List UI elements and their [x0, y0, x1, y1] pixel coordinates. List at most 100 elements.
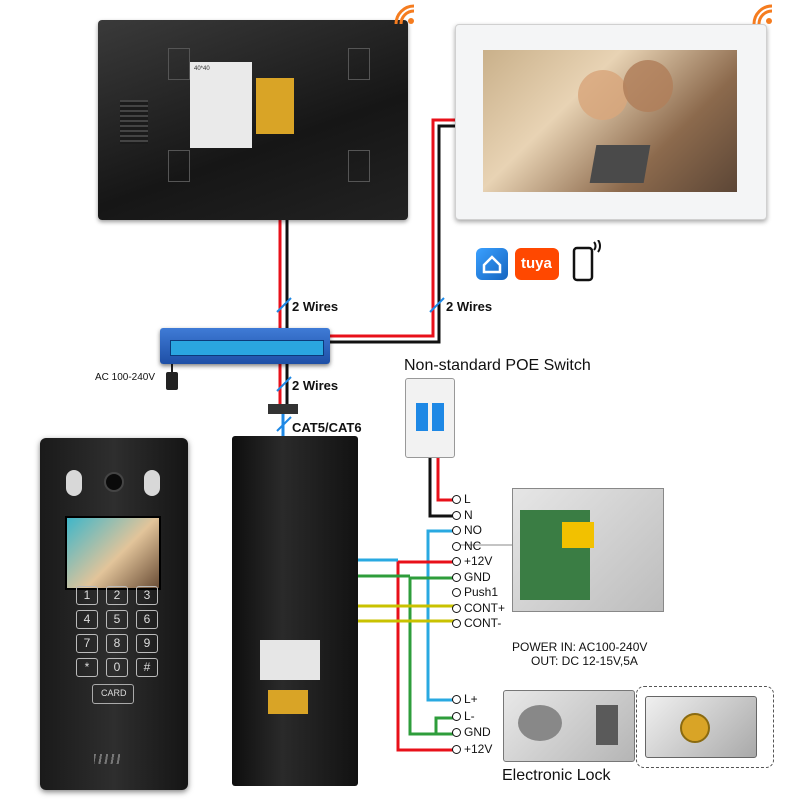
terminal-label: CONT+ — [464, 600, 506, 615]
wire-label-2-wires: 2 Wires — [446, 299, 493, 314]
mount-slot — [168, 48, 190, 80]
poe-switch-label: Non-standard POE Switch — [404, 357, 591, 374]
tuya-logo-text: tuya — [521, 255, 552, 272]
wire-lightblue-NO — [426, 529, 455, 702]
terminal-label: +12V — [464, 741, 493, 756]
wire-red-12v — [396, 560, 455, 752]
ac-input-label: AC 100-240V — [95, 372, 156, 383]
wire-red-L — [436, 456, 455, 502]
terminal-label: N — [464, 507, 473, 522]
terminal-label: Push1 — [464, 585, 499, 599]
ac-plug — [166, 372, 178, 390]
outdoor-panel: CARD — [40, 438, 188, 790]
monitor-screen-photo — [483, 50, 737, 192]
lock-terminals: L+ L- GND +12V — [452, 692, 522, 762]
circuit-breaker — [405, 378, 455, 458]
mount-slot — [348, 150, 370, 182]
terminal-screw-icon — [452, 572, 461, 582]
panel-screen-photo — [65, 516, 161, 590]
keypad-key[interactable]: 0 — [106, 658, 128, 677]
lock-highlight-frame — [636, 686, 774, 768]
tick-3 — [276, 376, 292, 392]
housing-connector — [268, 690, 308, 714]
tick-1 — [276, 297, 292, 313]
tick-4 — [276, 416, 292, 432]
spec-sticker: 40*40 — [190, 62, 252, 148]
terminal-screw-icon — [452, 495, 461, 504]
panel-led — [66, 470, 82, 496]
terminal-label: GND — [464, 725, 491, 739]
keypad-key[interactable]: # — [136, 658, 158, 677]
smartphone-icon — [572, 240, 601, 282]
keypad-key[interactable]: * — [76, 658, 98, 677]
terminal-screw-icon — [452, 603, 461, 613]
rj45-connector — [268, 404, 298, 414]
wire-green-gnd — [408, 576, 455, 736]
panel-led — [144, 470, 160, 496]
wifi-icon — [394, 4, 415, 25]
psu-warning-label — [562, 522, 594, 548]
tuya-app-icon: tuya — [515, 248, 559, 280]
terminal-label: NC — [464, 538, 482, 553]
terminal-screw-icon — [452, 510, 461, 520]
terminal-screw-icon — [452, 728, 461, 737]
mount-slot — [348, 48, 370, 80]
keypad-key[interactable]: 2 — [106, 586, 128, 605]
power-spec-out: OUT: DC 12-15V,5A — [531, 654, 638, 668]
terminal-label: GND — [464, 569, 491, 584]
keypad-key[interactable]: 7 — [76, 634, 98, 653]
terminal-screw-icon — [452, 695, 461, 704]
person-silhouette — [623, 60, 673, 112]
lock-housing — [232, 436, 358, 786]
keypad-key[interactable]: 6 — [136, 610, 158, 629]
tablet — [589, 145, 651, 183]
breaker-toggle — [432, 403, 444, 431]
terminal-label: L+ — [464, 692, 478, 706]
terminal-screw-icon — [452, 557, 461, 566]
terminal-screw-icon — [452, 541, 461, 551]
card-label: CARD — [101, 688, 127, 698]
lock-bolt — [596, 705, 618, 745]
home-app-icon — [476, 248, 508, 280]
wire-black-N — [428, 456, 455, 518]
poe-switch-ports — [170, 340, 324, 356]
keypad-key[interactable]: 3 — [136, 586, 158, 605]
speaker-grille — [94, 754, 120, 764]
wifi-icon — [752, 4, 773, 25]
sticker-text: 40*40 — [194, 66, 210, 72]
terminal-label: +12V — [464, 554, 493, 568]
lock-mechanism — [518, 705, 562, 741]
terminal-screw-icon — [452, 744, 461, 754]
terminal-label: CONT- — [464, 616, 502, 630]
terminal-label: L- — [464, 708, 475, 723]
camera-lens — [104, 472, 124, 492]
terminal-screw-icon — [452, 711, 461, 721]
terminal-screw-icon — [452, 619, 461, 628]
home-icon — [482, 255, 502, 274]
terminal-label: L — [464, 492, 471, 506]
keypad-key[interactable]: 9 — [136, 634, 158, 653]
keypad-key[interactable]: 4 — [76, 610, 98, 629]
keypad-key[interactable]: 5 — [106, 610, 128, 629]
electronic-lock-open — [503, 690, 635, 762]
keypad-key[interactable]: 1 — [76, 586, 98, 605]
mount-slot — [168, 150, 190, 182]
lock-cylinder — [680, 713, 710, 743]
wire-red-front-switch — [320, 118, 460, 338]
power-spec-in: POWER IN: AC100-240V — [512, 640, 648, 654]
tick-2 — [429, 297, 445, 313]
breaker-toggle — [416, 403, 428, 431]
person-silhouette — [578, 70, 628, 120]
terminal-label: NO — [464, 523, 482, 537]
wire-label-2-wires: 2 Wires — [292, 299, 339, 314]
card-reader: CARD — [92, 684, 134, 704]
terminal-screw-icon — [452, 526, 461, 535]
monitor-back-view: 40*40 — [98, 20, 408, 220]
speaker-grille — [120, 100, 148, 144]
keypad-key[interactable]: 8 — [106, 634, 128, 653]
electronic-lock-closed — [645, 696, 757, 758]
wire-label-2-wires: 2 Wires — [292, 378, 339, 393]
electronic-lock-title: Electronic Lock — [502, 767, 611, 784]
